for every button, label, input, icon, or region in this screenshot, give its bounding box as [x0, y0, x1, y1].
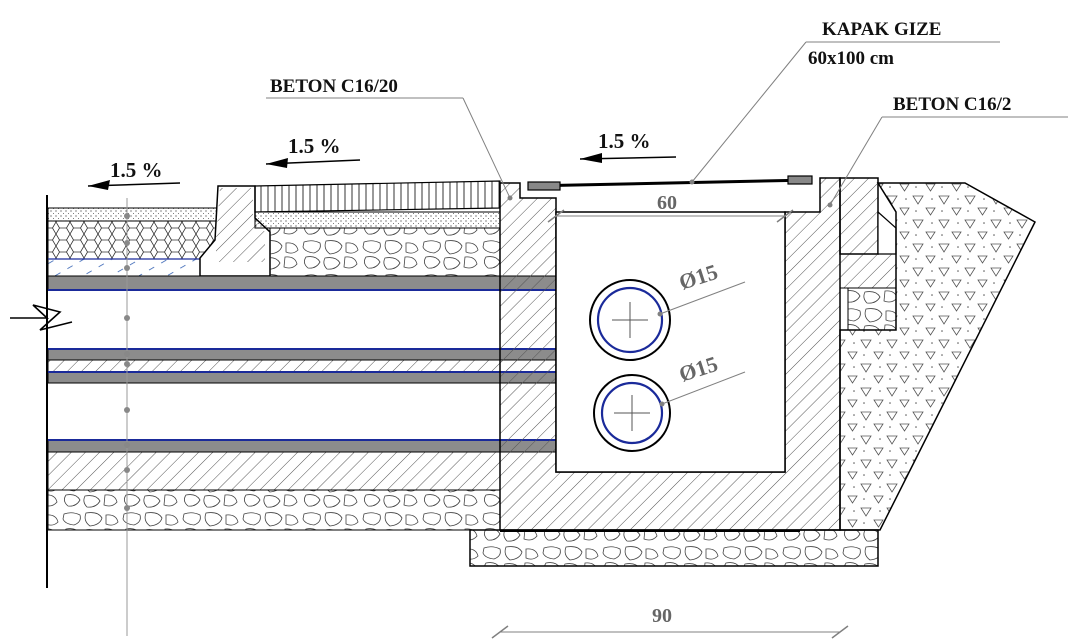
cover-plate [527, 178, 813, 188]
middle-slab-lower [47, 371, 557, 384]
beton-right-label: BETON C16/2 [893, 94, 1011, 115]
channel-interior [555, 211, 786, 473]
right-curb [839, 177, 879, 255]
middle-slab-hatched [47, 359, 557, 373]
sidewalk-stone-layer [269, 227, 501, 277]
slope-right-label: 1.5 % [598, 129, 651, 153]
slope-arrow-left [87, 180, 181, 190]
slope-arrow-middle [265, 158, 361, 168]
waterproof-layer [47, 258, 201, 277]
kapak-size-label: 60x100 cm [808, 48, 894, 69]
beton-left-label: BETON C16/20 [270, 76, 398, 97]
foundation-stone-channel [469, 529, 879, 567]
slope-arrow-right [579, 153, 677, 163]
hex-base-layer [47, 220, 219, 260]
foundation-stone-left [47, 489, 501, 531]
pipe-upper [589, 279, 671, 361]
foundation-hatched [47, 451, 501, 491]
break-symbol [10, 304, 73, 331]
dim-90-label: 90 [652, 605, 672, 627]
surface-asphalt-left [47, 207, 219, 222]
dim-60-label: 60 [657, 192, 677, 214]
pipe-lower [593, 374, 671, 452]
sidewalk-sand-layer [254, 211, 501, 229]
slope-left-label: 1.5 % [110, 158, 163, 182]
slope-middle-label: 1.5 % [288, 134, 341, 158]
kapak-title-label: KAPAK GIZE [822, 19, 941, 40]
sidewalk-surface [254, 180, 501, 213]
upper-slab [47, 275, 557, 291]
